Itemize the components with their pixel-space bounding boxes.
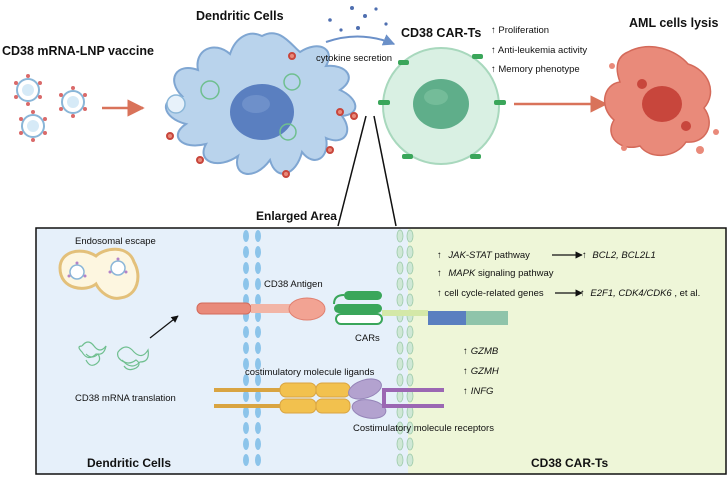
cars-label: CARs — [355, 333, 380, 344]
cytokine-arrow — [325, 34, 396, 46]
aml-title: AML cells lysis — [629, 16, 718, 30]
vaccine-title: CD38 mRNA-LNP vaccine — [2, 44, 154, 58]
effect-memory: ↑ Memory phenotype — [491, 64, 580, 75]
translation-arrow — [149, 315, 179, 339]
gene-gzmh: ↑GZMH — [463, 366, 499, 377]
mrna-cluster-icon — [283, 73, 301, 91]
costim-ligands — [214, 382, 351, 414]
dendritic-cell — [164, 32, 358, 178]
effect-anti-leukemia: ↑ Anti-leukemia activity — [491, 45, 587, 56]
lnp-particle — [59, 86, 87, 118]
enlarged-area-label: Enlarged Area — [256, 209, 337, 223]
dc-surface-antigens — [166, 52, 358, 178]
panel-footer-dc: Dendritic Cells — [87, 456, 171, 470]
lnp-in-endosome — [67, 261, 87, 280]
dc-title: Dendritic Cells — [196, 9, 284, 23]
mrna-cluster-icon — [200, 80, 220, 100]
cytokine-dots — [328, 6, 388, 32]
endosomal-escape-label: Endosomal escape — [75, 236, 156, 247]
gene-list: ↑GZMB ↑GZMH ↑INFG — [463, 346, 499, 397]
cd38-antigen — [196, 297, 326, 321]
costim-receptors-label: Costimulatory molecule receptors — [353, 423, 494, 434]
mrna-translation-label: CD38 mRNA translation — [75, 393, 176, 404]
lnp-in-endosome — [108, 257, 128, 276]
lnp-particles — [14, 74, 87, 142]
lnp-particle — [14, 74, 42, 106]
effect-proliferation: ↑ Proliferation — [491, 25, 549, 36]
cart-receptors — [378, 54, 506, 159]
gene-gzmb: ↑GZMB — [463, 346, 499, 357]
enlarged-panel — [35, 227, 727, 475]
cytokine-label: cytokine secretion — [316, 53, 392, 64]
cell-cycle-targets: ↑ E2F1, CDK4/CDK6 , et al. — [580, 288, 700, 299]
mapk-pathway: ↑ MAPK signaling pathway — [437, 268, 554, 279]
mrna-cluster-icon — [279, 123, 297, 141]
endosome-icon — [166, 94, 186, 114]
cd38-antigen-label: CD38 Antigen — [264, 279, 323, 290]
right-panel-bg — [408, 228, 726, 474]
costim-ligands-label: costimulatory molecule ligands — [245, 367, 375, 378]
cart-membrane — [396, 229, 414, 467]
cell-cycle-genes: ↑ cell cycle-related genes — [437, 288, 544, 299]
gene-infg: ↑INFG — [463, 386, 493, 397]
zoom-line-left — [337, 115, 367, 227]
jak-stat-pathway: ↑ JAK-STAT pathway — [437, 250, 530, 261]
cart-effects-list: ↑ Proliferation ↑ Anti-leukemia activity… — [491, 25, 587, 75]
pathway-list: ↑ JAK-STAT pathway ↑ BCL2, BCL2L1 ↑ MAPK… — [437, 250, 700, 299]
car-receptors — [333, 291, 508, 325]
mrna-cluster-icon — [78, 341, 149, 371]
costim-receptors — [348, 378, 444, 419]
aml-cell — [603, 45, 719, 156]
cart-title: CD38 CAR-Ts — [401, 26, 481, 40]
jak-stat-targets: ↑ BCL2, BCL2L1 — [582, 250, 656, 261]
zoom-line-right — [373, 115, 397, 227]
panel-footer-cart: CD38 CAR-Ts — [531, 456, 608, 470]
car-t-cell — [378, 47, 506, 165]
endosome-diagram — [58, 247, 140, 300]
lnp-particle — [19, 110, 47, 142]
aml-nucleus — [642, 86, 682, 122]
panel-border — [35, 227, 727, 475]
